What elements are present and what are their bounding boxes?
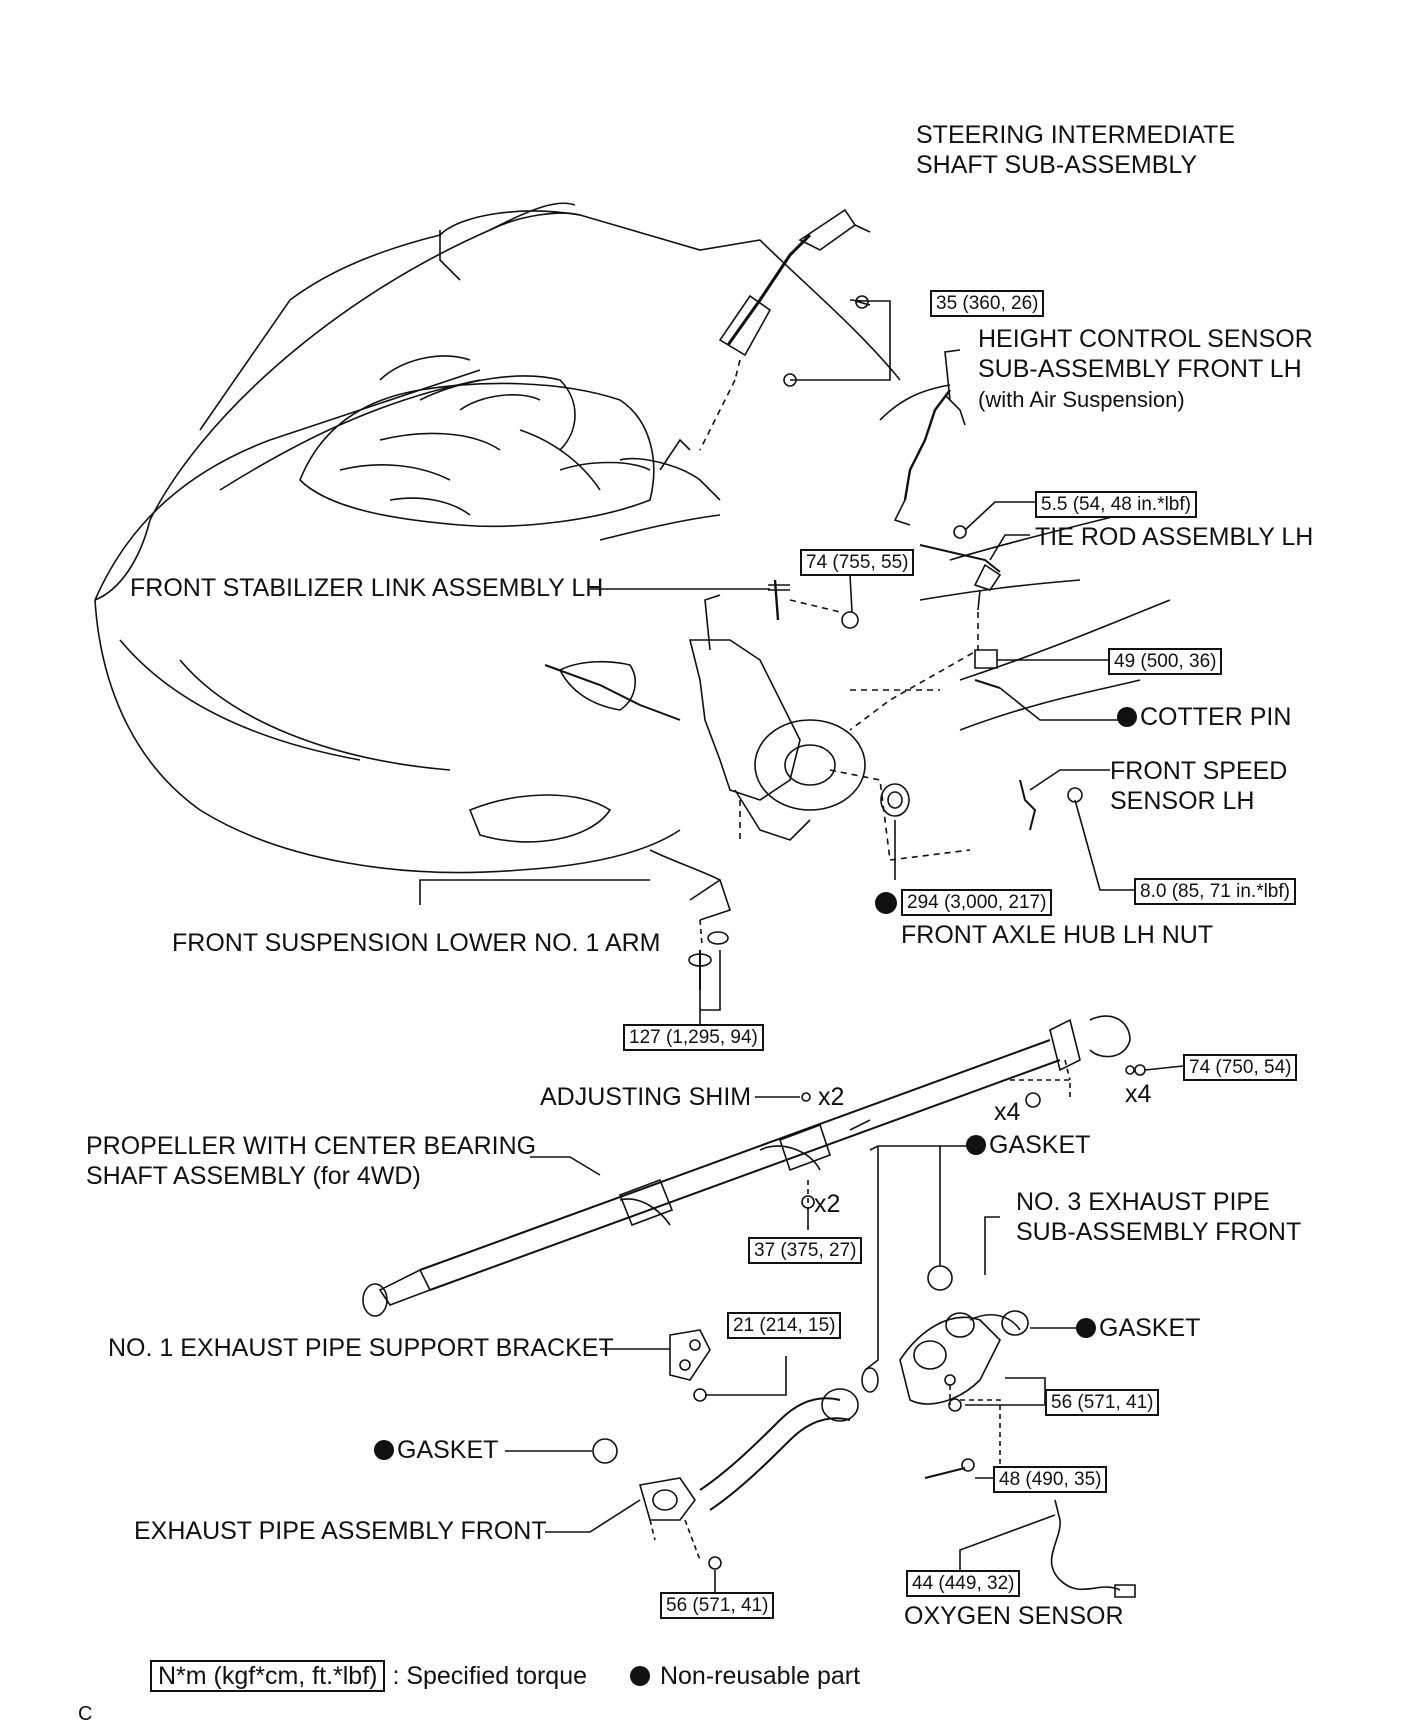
torque-propeller-flange: 74 (750, 54) bbox=[1183, 1054, 1298, 1081]
gasket-left-text: GASKET bbox=[397, 1436, 499, 1464]
propeller-shaft-tube-front bbox=[420, 1040, 1060, 1290]
corner-mark: C bbox=[78, 1703, 93, 1725]
torque-support-bracket: 21 (214, 15) bbox=[727, 1312, 842, 1339]
label-gasket-left: GASKET bbox=[374, 1436, 498, 1465]
label-lower-arm: FRONT SUSPENSION LOWER NO. 1 ARM bbox=[172, 929, 661, 957]
nonreusable-dot bbox=[1076, 1318, 1096, 1338]
nonreusable-dot bbox=[1117, 707, 1137, 727]
label-support-bracket: NO. 1 EXHAUST PIPE SUPPORT BRACKET bbox=[108, 1334, 614, 1362]
torque-stabilizer: 74 (755, 55) bbox=[800, 549, 915, 576]
legend-nonreusable: Non-reusable part bbox=[630, 1662, 860, 1691]
nonreusable-dot bbox=[374, 1440, 394, 1460]
torque-no3-exhaust: 56 (571, 41) bbox=[1045, 1389, 1160, 1416]
nonreusable-dot bbox=[966, 1135, 986, 1155]
car-fender-outline bbox=[95, 370, 480, 600]
steering-torque-leader bbox=[790, 301, 890, 380]
cotter-pin-text: COTTER PIN bbox=[1140, 703, 1292, 731]
steering-shaft-body bbox=[728, 235, 810, 345]
torque-hub-nut: 294 (3,000, 217) bbox=[901, 889, 1053, 916]
legend-nonreusable-text: Non-reusable part bbox=[659, 1662, 861, 1690]
torque-height-sensor: 5.5 (54, 48 in.*lbf) bbox=[1035, 491, 1197, 518]
label-axle-hub-nut: FRONT AXLE HUB LH NUT bbox=[901, 921, 1214, 949]
label-cotter-pin: COTTER PIN bbox=[1117, 703, 1291, 732]
gasket-top-text: GASKET bbox=[989, 1131, 1091, 1159]
legend-torque: N*m (kgf*cm, ft.*lbf) : Specified torque bbox=[150, 1660, 588, 1692]
label-gasket-top: GASKET bbox=[966, 1131, 1090, 1160]
label-steering-shaft-2: SHAFT SUB-ASSEMBLY bbox=[916, 151, 1198, 179]
label-adjusting-shim: ADJUSTING SHIM bbox=[540, 1083, 752, 1111]
label-propeller-1: PROPELLER WITH CENTER BEARING bbox=[86, 1132, 537, 1160]
label-tie-rod: TIE ROD ASSEMBLY LH bbox=[1035, 523, 1314, 551]
engine-block-outline bbox=[300, 383, 654, 526]
label-height-sensor-2: SUB-ASSEMBLY FRONT LH bbox=[978, 355, 1302, 383]
label-speed-sensor-1: FRONT SPEED bbox=[1110, 757, 1288, 785]
label-height-sensor-1: HEIGHT CONTROL SENSOR bbox=[978, 325, 1313, 353]
car-hood-outline bbox=[150, 213, 580, 520]
gasket-right-text: GASKET bbox=[1099, 1314, 1201, 1342]
label-x2-shim: x2 bbox=[818, 1083, 845, 1111]
torque-oxygen-sensor: 44 (449, 32) bbox=[906, 1570, 1021, 1597]
torque-exhaust-front: 56 (571, 41) bbox=[660, 1592, 775, 1619]
label-gasket-right: GASKET bbox=[1076, 1314, 1200, 1343]
label-height-sensor-3: (with Air Suspension) bbox=[978, 387, 1185, 412]
label-stabilizer-link: FRONT STABILIZER LINK ASSEMBLY LH bbox=[130, 574, 604, 602]
torque-speed-sensor: 8.0 (85, 71 in.*lbf) bbox=[1134, 878, 1296, 905]
label-x4-right: x4 bbox=[1125, 1080, 1152, 1108]
legend-torque-text: : Specified torque bbox=[392, 1662, 588, 1690]
exhaust-front-pipe bbox=[700, 1398, 850, 1510]
torque-lower-arm: 127 (1,295, 94) bbox=[623, 1024, 764, 1051]
nonreusable-dot bbox=[630, 1666, 650, 1686]
car-bumper-outline bbox=[95, 600, 680, 873]
label-no3-exhaust-2: SUB-ASSEMBLY FRONT bbox=[1016, 1218, 1302, 1246]
torque-exhaust-bolt: 48 (490, 35) bbox=[993, 1466, 1108, 1493]
label-steering-shaft-1: STEERING INTERMEDIATE bbox=[916, 121, 1236, 149]
hub-nut-dot bbox=[875, 892, 897, 914]
label-oxygen-sensor: OXYGEN SENSOR bbox=[904, 1602, 1124, 1630]
torque-tie-rod-nut: 49 (500, 36) bbox=[1108, 648, 1223, 675]
label-exhaust-front: EXHAUST PIPE ASSEMBLY FRONT bbox=[134, 1517, 547, 1545]
torque-steering: 35 (360, 26) bbox=[930, 290, 1045, 317]
label-speed-sensor-2: SENSOR LH bbox=[1110, 787, 1255, 815]
label-x4-left: x4 bbox=[994, 1098, 1021, 1126]
label-propeller-2: SHAFT ASSEMBLY (for 4WD) bbox=[86, 1162, 421, 1190]
label-x2-bolt: x2 bbox=[814, 1190, 841, 1218]
legend-torque-unit: N*m (kgf*cm, ft.*lbf) bbox=[150, 1660, 386, 1692]
label-no3-exhaust-1: NO. 3 EXHAUST PIPE bbox=[1016, 1188, 1270, 1216]
torque-center-bearing: 37 (375, 27) bbox=[748, 1237, 863, 1264]
